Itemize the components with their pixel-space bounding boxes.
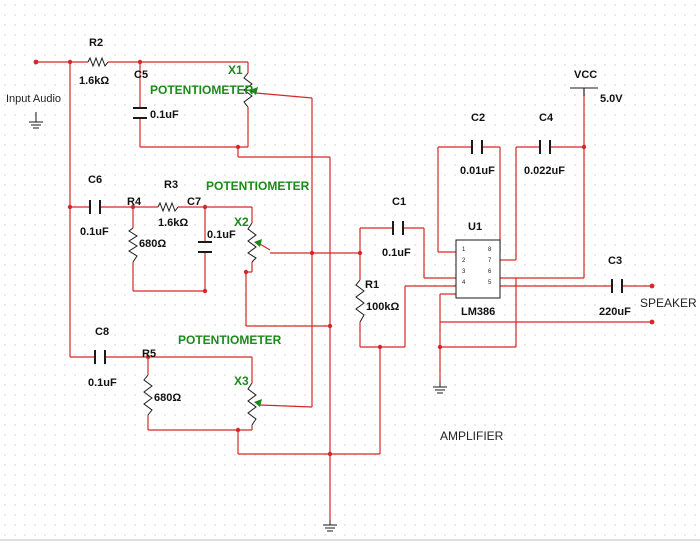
u1-lm386-chip[interactable]: 1 2 3 4 8 7 6 5: [455, 239, 501, 299]
pin-7: 7: [488, 258, 492, 264]
c4-value: 0.022uF: [524, 165, 565, 177]
r2-label: R2: [89, 37, 103, 49]
c2-value: 0.01uF: [460, 165, 495, 177]
x1-label: X1: [228, 63, 243, 77]
c1-value: 0.1uF: [382, 247, 411, 259]
c6-value: 0.1uF: [80, 226, 109, 238]
r4-label: R4: [127, 196, 142, 208]
c6-capacitor[interactable]: [89, 200, 101, 214]
pot3-label: POTENTIOMETER: [178, 333, 282, 347]
x3-label: X3: [234, 374, 249, 388]
amplifier-label: AMPLIFIER: [440, 429, 504, 443]
c3-capacitor[interactable]: [611, 279, 623, 293]
r1-label: R1: [365, 279, 379, 291]
r4-value: 680Ω: [139, 238, 166, 250]
c4-capacitor[interactable]: [539, 140, 551, 154]
r3-resistor[interactable]: [157, 201, 179, 213]
c6-label: C6: [88, 174, 102, 186]
input-ground-icon: [29, 112, 43, 129]
pin-5: 5: [488, 280, 492, 286]
input-audio-label: Input Audio: [6, 93, 61, 105]
c8-label: C8: [95, 326, 109, 338]
r1-value: 100kΩ: [366, 301, 399, 313]
x2-label: X2: [234, 215, 249, 229]
vcc-label: VCC: [574, 69, 597, 81]
r5-resistor[interactable]: [143, 374, 153, 416]
x1-potentiometer[interactable]: [243, 72, 253, 108]
pin-2: 2: [462, 258, 466, 264]
r1-resistor[interactable]: [355, 279, 365, 323]
r4-resistor[interactable]: [128, 227, 138, 263]
c3-label: C3: [608, 255, 622, 267]
r3-value: 1.6kΩ: [158, 217, 188, 229]
junctions: [33, 59, 655, 457]
speaker-terminal-neg[interactable]: [649, 319, 655, 325]
input-terminal[interactable]: [33, 59, 39, 65]
c7-capacitor[interactable]: [198, 241, 212, 253]
r3-label: R3: [164, 179, 178, 191]
c5-value: 0.1uF: [150, 109, 179, 121]
c2-label: C2: [471, 112, 485, 124]
u1-part-label: LM386: [461, 306, 495, 318]
c5-label: C5: [134, 69, 148, 81]
u1-label: U1: [468, 221, 482, 233]
pot1-label: POTENTIOMETER: [150, 83, 254, 97]
pot2-label: POTENTIOMETER: [206, 179, 310, 193]
x2-wiper-arrow: [254, 239, 262, 247]
x2-potentiometer[interactable]: [247, 222, 257, 263]
c7-label: C7: [187, 196, 201, 208]
pin-6: 6: [488, 269, 492, 275]
r5-label: R5: [142, 348, 156, 360]
pin-4: 4: [462, 280, 466, 286]
c2-capacitor[interactable]: [471, 140, 483, 154]
c1-label: C1: [392, 196, 406, 208]
main-ground-icon: [323, 520, 337, 532]
pin-3: 3: [462, 269, 466, 275]
vcc-value: 5.0V: [600, 93, 623, 105]
r5-value: 680Ω: [154, 392, 181, 404]
x3-potentiometer[interactable]: [247, 382, 257, 426]
c4-label: C4: [539, 112, 554, 124]
x1-wiper-arrow: [250, 87, 258, 95]
c3-value: 220uF: [599, 306, 631, 318]
c1-capacitor[interactable]: [392, 221, 404, 235]
chip-ground-icon: [433, 382, 447, 394]
speaker-label: SPEAKER: [640, 296, 697, 310]
c5-capacitor[interactable]: [133, 107, 147, 119]
c8-value: 0.1uF: [88, 377, 117, 389]
x3-wiper-arrow: [254, 399, 262, 407]
speaker-terminal-pos[interactable]: [649, 283, 655, 289]
c7-value: 0.1uF: [207, 229, 236, 241]
r2-resistor[interactable]: [87, 56, 109, 68]
vcc-rail-icon: [570, 87, 598, 96]
pin-1: 1: [462, 247, 466, 253]
c8-capacitor[interactable]: [94, 350, 106, 364]
r2-value: 1.6kΩ: [79, 75, 109, 87]
pin-8: 8: [488, 247, 492, 253]
